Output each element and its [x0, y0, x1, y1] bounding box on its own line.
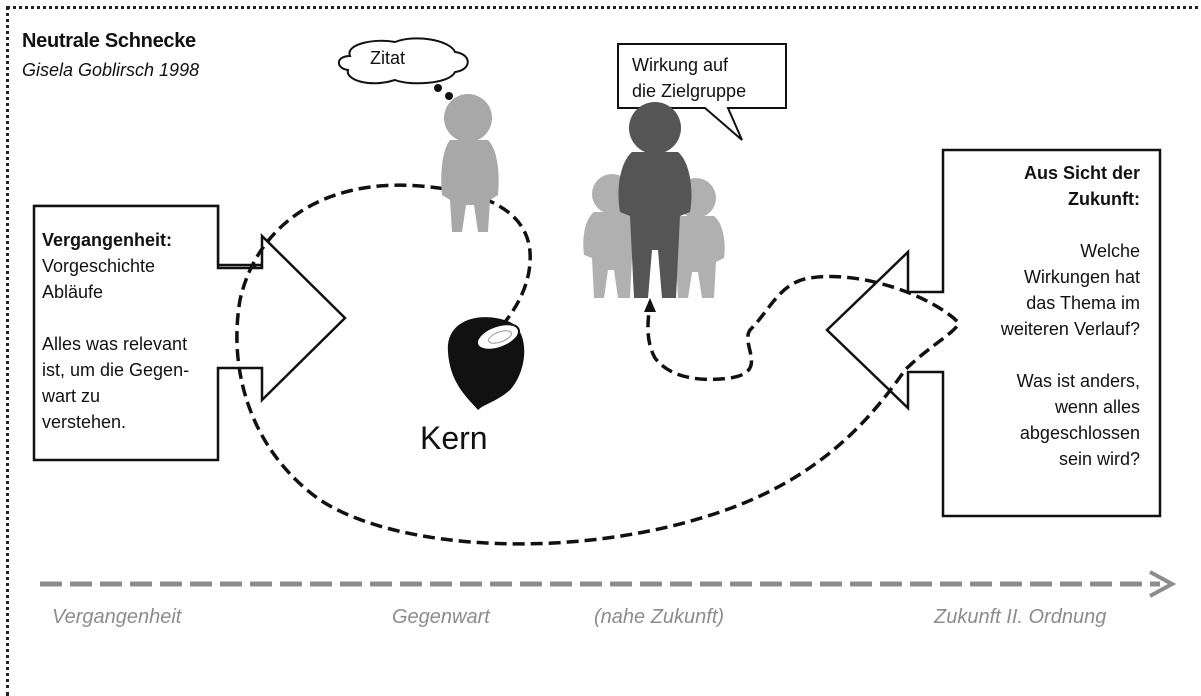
- past-line: ist, um die Gegen-: [42, 360, 190, 380]
- chestnut-icon: [447, 317, 525, 410]
- future-line: Wirkungen hat: [1023, 267, 1140, 287]
- future-line: wenn alles: [1054, 397, 1140, 417]
- past-box: [32, 204, 347, 462]
- timeline-label-future-second-order: Zukunft II. Ordnung: [934, 606, 1107, 628]
- past-arrow: [32, 204, 347, 462]
- effect-bubble: [617, 43, 787, 141]
- effect-label: Wirkung auf die Zielgruppe: [632, 52, 746, 104]
- timeline-label-past: Vergangenheit: [52, 606, 182, 628]
- past-line: wart zu: [42, 386, 101, 406]
- future-line: das Thema im: [1026, 293, 1140, 313]
- future-line: weiteren Verlauf?: [1000, 319, 1140, 339]
- future-heading: Zukunft:: [1068, 189, 1140, 209]
- past-line: verstehen.: [42, 412, 127, 432]
- quote-label: Zitat: [370, 48, 406, 68]
- past-line: Abläufe: [42, 282, 104, 302]
- future-box-text: Aus Sicht der Zukunft: Welche Wirkungen …: [960, 160, 1140, 472]
- target-group-figures: [583, 102, 725, 298]
- past-line: Vorgeschichte: [42, 256, 156, 276]
- path-arrowhead: [644, 298, 656, 312]
- future-line: Welche: [1080, 241, 1140, 261]
- past-line: Alles was relevant: [42, 334, 188, 354]
- effect-line: Wirkung auf: [632, 55, 729, 75]
- diagram-title: Neutrale Schnecke: [22, 30, 196, 52]
- past-heading: Vergangenheit:: [42, 230, 173, 250]
- timeline-arrowhead: [1149, 570, 1177, 598]
- past-box-text: Vergangenheit: Vorgeschichte Abläufe All…: [42, 227, 222, 435]
- effect-line: die Zielgruppe: [632, 81, 747, 101]
- diagram-artwork: [32, 37, 1177, 598]
- thinking-figure: [441, 94, 499, 232]
- future-line: abgeschlossen: [1019, 423, 1140, 443]
- future-arrow: [825, 148, 1162, 518]
- timeline-label-near-future: (nahe Zukunft): [594, 606, 725, 628]
- diagram-subtitle: Gisela Goblirsch 1998: [22, 60, 200, 80]
- core-label: Kern: [420, 420, 488, 456]
- future-line: Was ist anders,: [1016, 371, 1140, 391]
- future-box: [825, 148, 1162, 518]
- future-line: sein wird?: [1058, 449, 1140, 469]
- future-heading: Aus Sicht der: [1023, 163, 1140, 183]
- past-line: [42, 305, 222, 331]
- dotted-frame: [6, 6, 1201, 696]
- timeline-label-present: Gegenwart: [392, 606, 490, 628]
- future-line: [960, 342, 1140, 368]
- snail-path: [235, 183, 960, 546]
